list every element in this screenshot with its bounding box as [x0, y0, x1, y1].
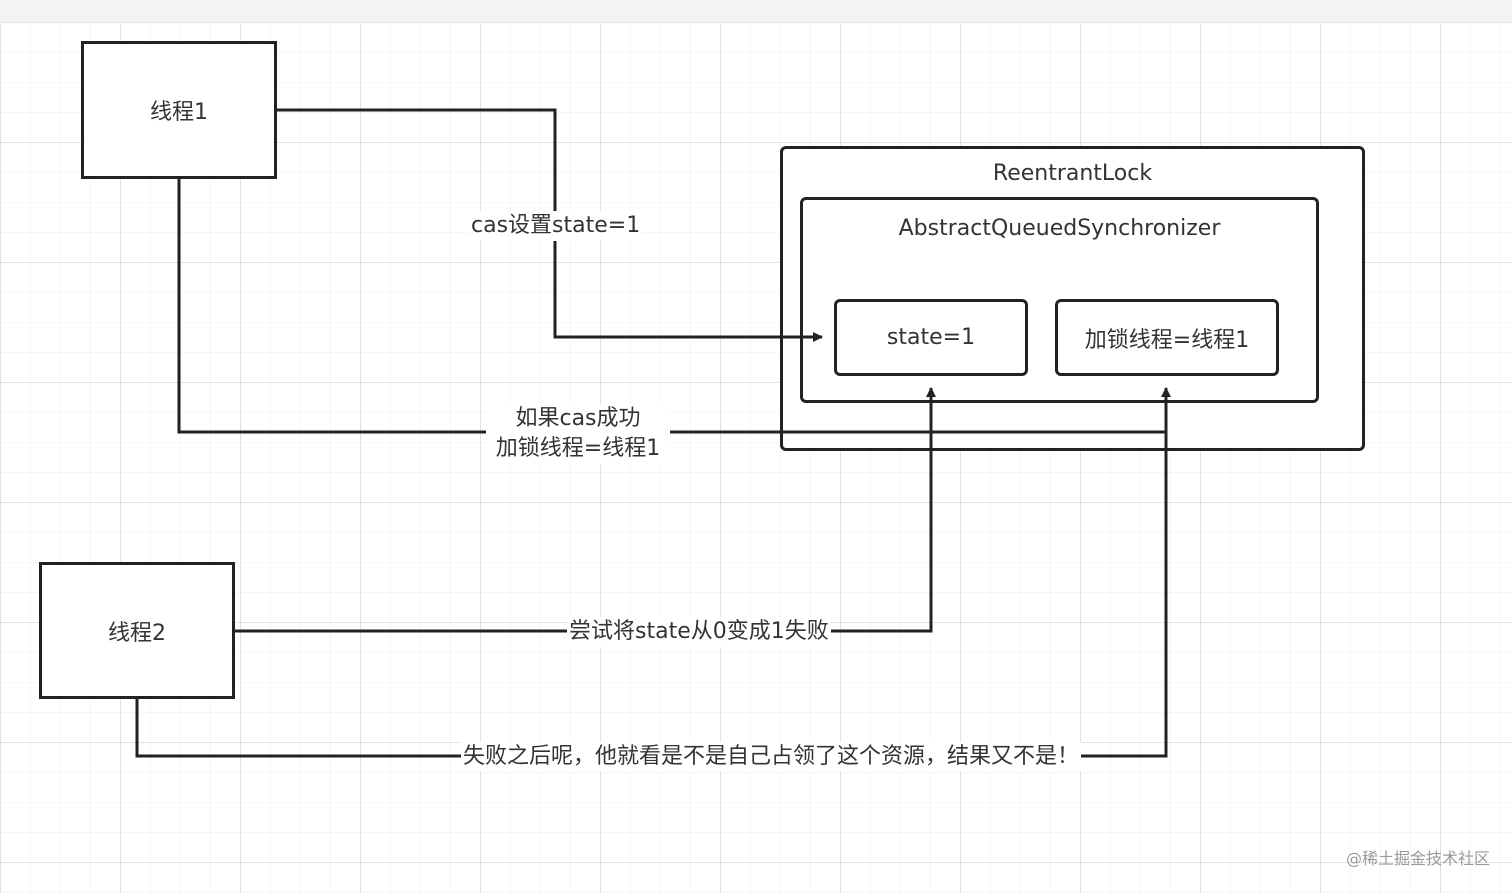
cas-success-connector[interactable] [177, 177, 1171, 434]
state-label: state=1 [886, 325, 976, 350]
cas-set-state-label: cas设置state=1 [469, 211, 643, 241]
thread1-label: 线程1 [150, 100, 208, 125]
lock-owner-node[interactable]: 加锁线程=线程1 [1055, 299, 1279, 376]
try-state-fail-label: 尝试将state从0变成1失败 [567, 617, 831, 647]
thread1-node[interactable]: 线程1 [81, 41, 277, 179]
cas-success-line1: 如果cas成功 [515, 406, 641, 431]
try-state-fail-connector[interactable] [234, 387, 936, 633]
reentrantlock-label: ReentrantLock [992, 161, 1153, 186]
lock-owner-label: 加锁线程=线程1 [1084, 327, 1250, 353]
after-fail-label: 失败之后呢，他就看是不是自己占领了这个资源，结果又不是！ [461, 742, 1082, 772]
cas-success-line2: 加锁线程=线程1 [495, 436, 661, 461]
top-toolbar-strip [0, 0, 1512, 23]
watermark-text: @稀土掘金技术社区 [1345, 849, 1490, 868]
cas-success-label: 如果cas成功 加锁线程=线程1 [486, 404, 670, 464]
state-node[interactable]: state=1 [834, 299, 1028, 376]
after-fail-connector[interactable] [135, 432, 1168, 758]
thread2-node[interactable]: 线程2 [39, 562, 235, 699]
thread2-label: 线程2 [108, 620, 166, 646]
aqs-label: AbstractQueuedSynchronizer [898, 216, 1221, 241]
